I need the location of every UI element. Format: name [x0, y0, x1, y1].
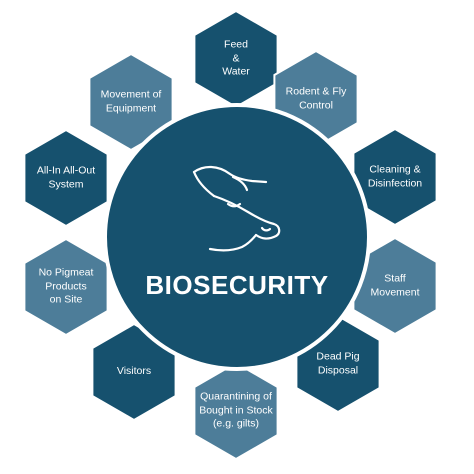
hexagon-movement-equipment	[88, 52, 174, 152]
hexagon-cleaning-disinfection	[352, 127, 438, 227]
label-cleaning-disinfection: Cleaning & Disinfection	[367, 163, 423, 189]
label-quarantining: Quarantining of Bought in Stock (e.g. gi…	[199, 390, 273, 430]
label-dead-pig-disposal: Dead Pig Disposal	[316, 350, 360, 376]
label-staff-movement: Staff Movement	[370, 272, 420, 298]
pig-head-icon	[192, 165, 281, 252]
label-visitors: Visitors	[116, 365, 152, 378]
label-feed-water: Feed & Water	[222, 38, 250, 78]
label-no-pigmeat: No Pigmeat Products on Site	[38, 266, 94, 306]
label-all-in-all-out: All-In All-Out System	[36, 164, 96, 190]
label-movement-equipment: Movement of Equipment	[100, 88, 162, 114]
hexagon-all-in-all-out	[23, 128, 109, 228]
hexagon-quarantining	[193, 361, 279, 461]
center-circle	[103, 103, 371, 371]
label-rodent-fly-control: Rodent & Fly Control	[285, 85, 347, 111]
center-title: BIOSECURITY	[145, 270, 329, 300]
